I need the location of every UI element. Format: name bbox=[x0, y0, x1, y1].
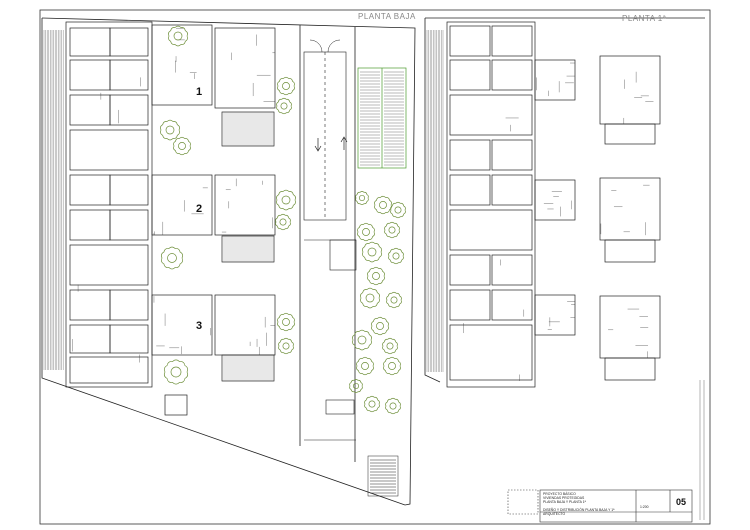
titleblock-scale: 1:200 bbox=[640, 505, 649, 509]
tree-canopy bbox=[388, 247, 404, 265]
tree-canopy-inner bbox=[388, 362, 396, 370]
tree-canopy bbox=[367, 266, 385, 286]
tree-canopy-inner bbox=[368, 400, 376, 408]
tree-canopy bbox=[163, 359, 189, 385]
tree-canopy-inner bbox=[379, 201, 387, 209]
tree-canopy bbox=[352, 329, 372, 351]
titleblock-text: PROYECTO BÁSICO VIVIENDAS PROTEGIDAS PLA… bbox=[543, 492, 635, 516]
unit-number-3: 3 bbox=[196, 320, 203, 332]
tree-canopy-inner bbox=[389, 402, 397, 410]
tree-canopy bbox=[349, 379, 363, 393]
tree-canopy bbox=[383, 356, 401, 376]
tree-canopy-inner bbox=[282, 82, 290, 90]
tree-canopy bbox=[382, 337, 398, 355]
tree-canopy bbox=[277, 76, 295, 96]
tree-canopy bbox=[356, 356, 374, 376]
ground-floor-plan-title: PLANTA BAJA bbox=[358, 12, 416, 21]
first-floor-detail-lines bbox=[463, 62, 654, 381]
ground-floor-site-outline bbox=[41, 17, 416, 506]
tree-canopy bbox=[160, 119, 180, 141]
tree-canopy-inner bbox=[352, 382, 360, 390]
terrace-hatching bbox=[221, 112, 275, 381]
titleblock-line: ARQUITECTO bbox=[543, 512, 566, 516]
titleblock-line: DISEÑO Y DISTRIBUCIÓN PLANTA BAJA Y 1ª bbox=[543, 508, 615, 512]
tree-canopy bbox=[276, 97, 292, 115]
tree-canopy bbox=[386, 291, 402, 309]
tree-canopy-inner bbox=[280, 102, 288, 110]
tree-canopy bbox=[275, 213, 291, 231]
tree-canopy-inner bbox=[386, 342, 394, 350]
tree-canopy bbox=[385, 397, 401, 415]
first-floor-apartment-block bbox=[446, 21, 576, 388]
first-floor-outline bbox=[424, 17, 705, 383]
tree-canopy bbox=[355, 191, 369, 205]
interior-detail-lines bbox=[72, 28, 275, 363]
traffic-arrows bbox=[314, 136, 348, 152]
tree-canopy-inner bbox=[376, 322, 384, 330]
parking-ramp-stripes bbox=[360, 71, 404, 166]
titleblock-line: PROYECTO BÁSICO bbox=[543, 492, 576, 496]
tree-canopy-inner bbox=[388, 226, 396, 234]
gate-arcs bbox=[309, 39, 341, 53]
tree-canopy bbox=[384, 221, 400, 239]
tree-canopy-inner bbox=[358, 194, 366, 202]
tree-canopy bbox=[371, 316, 389, 336]
tree-canopy bbox=[161, 246, 183, 270]
tree-canopy-inner bbox=[372, 272, 380, 280]
tree-canopy bbox=[374, 195, 392, 215]
tree-canopy bbox=[278, 337, 294, 355]
trees bbox=[160, 25, 406, 415]
tree-canopy bbox=[364, 395, 380, 413]
tree-canopy-inner bbox=[367, 247, 377, 257]
tree-canopy bbox=[362, 241, 382, 263]
first-floor-hatched-strip bbox=[426, 30, 444, 372]
first-floor-east-wings bbox=[599, 55, 661, 381]
tree-canopy bbox=[390, 201, 406, 219]
tree-canopy-inner bbox=[282, 342, 290, 350]
ground-floor-courtyard-wings bbox=[151, 24, 276, 416]
ground-floor-apartment-block-west bbox=[65, 21, 153, 388]
tree-canopy-inner bbox=[390, 296, 398, 304]
tree-canopy bbox=[168, 25, 188, 47]
sheet-border bbox=[39, 9, 711, 525]
bottom-stair bbox=[367, 455, 399, 497]
sheet-number: 05 bbox=[675, 497, 686, 507]
parking-ramp bbox=[357, 67, 407, 169]
tree-canopy-inner bbox=[279, 218, 287, 226]
tree-canopy-inner bbox=[361, 362, 369, 370]
titleblock-line: PLANTA BAJA Y PLANTA 1ª bbox=[543, 500, 586, 504]
titleblock-line: VIVIENDAS PROTEGIDAS bbox=[543, 496, 585, 500]
tree-canopy-inner bbox=[362, 228, 370, 236]
tree-canopy-inner bbox=[170, 366, 182, 378]
western-hatched-strip bbox=[43, 30, 64, 370]
tree-canopy-inner bbox=[394, 206, 402, 214]
unit-number-1: 1 bbox=[196, 86, 203, 98]
central-road bbox=[303, 51, 357, 441]
tree-canopy-inner bbox=[365, 293, 375, 303]
tree-canopy-inner bbox=[282, 318, 290, 326]
tree-canopy bbox=[360, 287, 380, 309]
first-floor-plan-title: PLANTA 1ª bbox=[622, 14, 667, 23]
tree-canopy bbox=[276, 189, 296, 211]
tree-canopy-inner bbox=[173, 31, 183, 41]
tree-canopy-inner bbox=[167, 253, 177, 263]
tree-canopy-inner bbox=[392, 252, 400, 260]
tree-canopy-inner bbox=[178, 142, 186, 150]
vertical-info-strip bbox=[699, 380, 705, 520]
unit-number-2: 2 bbox=[196, 203, 203, 215]
tree-canopy-inner bbox=[165, 125, 175, 135]
tree-canopy bbox=[277, 312, 295, 332]
tree-canopy-inner bbox=[357, 335, 367, 345]
tree-canopy bbox=[357, 222, 375, 242]
tree-canopy-inner bbox=[281, 195, 291, 205]
titleblock-frame bbox=[507, 489, 693, 523]
tree-canopy bbox=[173, 136, 191, 156]
